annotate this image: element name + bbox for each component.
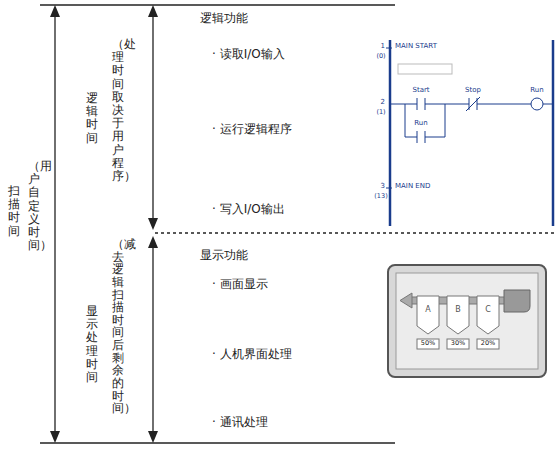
time-label: 显示处理时间 — [86, 305, 98, 384]
tank-level: 30% — [451, 340, 465, 347]
ladder-label: MAIN END — [395, 183, 430, 191]
rung-number: 2 — [381, 99, 385, 107]
arrow-heads — [50, 5, 158, 443]
function-item: · 通讯处理 — [212, 416, 268, 429]
function-item: · 写入I/O输出 — [212, 203, 285, 216]
tank-name: A — [425, 306, 430, 315]
time-note: （处理时间取决于用户程序） — [112, 38, 124, 183]
time-label: 逻辑时间 — [86, 92, 98, 145]
tank-level: 20% — [481, 340, 495, 347]
function-heading: 逻辑功能 — [200, 12, 248, 25]
hmi-screen — [388, 265, 546, 377]
step-number: (13) — [374, 193, 387, 200]
time-label: 扫描时间 — [8, 185, 20, 238]
rung-number: 1 — [381, 43, 385, 51]
rung-number: 3 — [381, 183, 385, 191]
function-item: · 人机界面处理 — [212, 348, 292, 361]
time-note: （用户自定义时间） — [28, 160, 40, 252]
function-item: · 运行逻辑程序 — [212, 123, 292, 136]
tank-name: C — [485, 306, 491, 315]
timing-lines — [40, 5, 556, 443]
contact-name: Start — [412, 87, 429, 95]
contact-name: Run — [414, 120, 427, 128]
tank-name: B — [455, 306, 461, 315]
contact-name: Stop — [465, 87, 481, 95]
function-item: · 画面显示 — [212, 278, 268, 291]
tank-level: 50% — [421, 340, 435, 347]
time-note: （减去逻辑扫描时间后剩余的时间） — [112, 238, 124, 415]
step-number: (0) — [376, 53, 385, 60]
ladder-label: MAIN START — [395, 43, 437, 51]
function-heading: 显示功能 — [200, 249, 248, 262]
function-item: · 读取I/O输入 — [212, 48, 285, 61]
coil-name: Run — [530, 87, 543, 95]
step-number: (1) — [376, 109, 385, 116]
ladder-diagram — [386, 40, 553, 226]
